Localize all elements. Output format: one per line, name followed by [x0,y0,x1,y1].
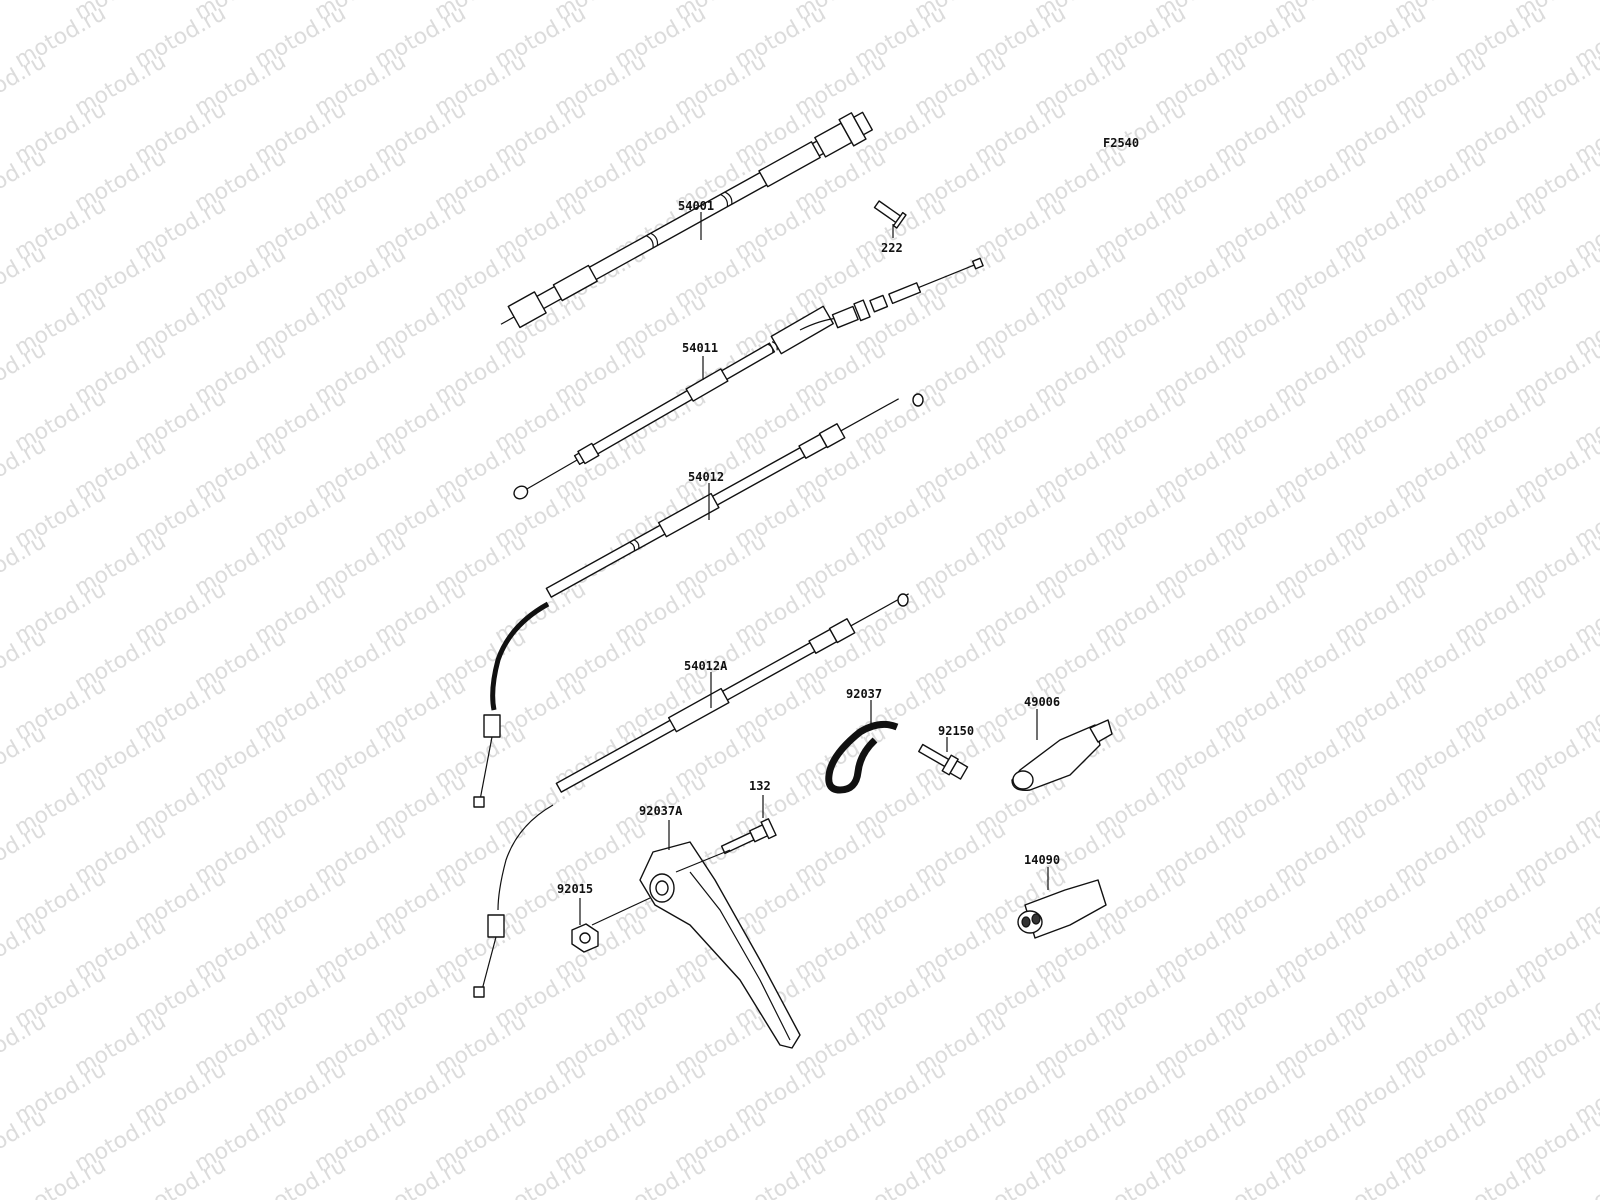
label-92037a: 92037A [639,804,683,818]
nut-92015 [571,923,599,953]
watermark-text: motod.ru [731,1153,831,1200]
figure-code: F2540 [1103,136,1139,150]
throttle-cable [513,257,984,500]
label-222: 222 [881,241,903,255]
speedometer-cable [500,111,907,329]
watermark-text: motod.ru [0,817,50,889]
bolt-92150 [918,743,969,780]
bolt-132 [720,818,777,855]
watermark-text: motod.ru [0,145,50,217]
watermark-text: motod.ru [491,1153,591,1200]
watermark-text: motod.ru [0,721,50,793]
label-92037: 92037 [846,687,882,701]
cable-boot [1011,719,1113,791]
label-49006: 49006 [1024,695,1060,709]
watermark-text: motod.ru [611,1153,711,1200]
watermark-text: motod.ru [0,913,50,985]
leader-lines [579,212,1049,926]
clutch-cable-a [473,593,909,998]
label-92015: 92015 [557,882,593,896]
label-132: 132 [749,779,771,793]
watermark-text: motod.ru [0,625,50,697]
watermark-text: motod.ru [0,49,50,121]
watermark-text: motod.ru [0,241,50,313]
label-54012a: 54012A [684,659,728,673]
label-54012: 54012 [688,470,724,484]
label-14090: 14090 [1024,853,1060,867]
part-labels: 54001 222 54011 54012 54012A 92037 92150… [557,199,1060,896]
watermark-text: motod.ru [131,1153,231,1200]
watermark-text: motod.ru [0,1105,50,1177]
label-92150: 92150 [938,724,974,738]
watermark-text: motod.ru [0,433,50,505]
watermark-text: motod.ru [1211,1153,1311,1200]
watermark-text: motod.ru [1451,1153,1551,1200]
watermark-text: motod.ru [971,1153,1071,1200]
watermark-text: motod.ru [251,1153,351,1200]
mounting-bracket [639,841,801,1049]
label-54001: 54001 [678,199,714,213]
label-54011: 54011 [682,341,718,355]
watermark-text: motod.ru [371,1153,471,1200]
watermark-text: motod.ru [1091,1153,1191,1200]
watermark-text: motod.ru [0,529,50,601]
clutch-cable [473,393,924,808]
cable-cover [1017,879,1107,939]
watermark-text: motod.ru [0,0,50,25]
watermark-text: motod.ru [0,1009,50,1081]
watermark-text: motod.ru [0,337,50,409]
watermark-text: motod.ru [11,1153,111,1200]
cable-clamp [825,720,899,794]
watermark-text: motod.ru [851,1153,951,1200]
watermark-text: motod.ru [1331,1153,1431,1200]
watermark-text: motod.ru [1571,1153,1600,1200]
